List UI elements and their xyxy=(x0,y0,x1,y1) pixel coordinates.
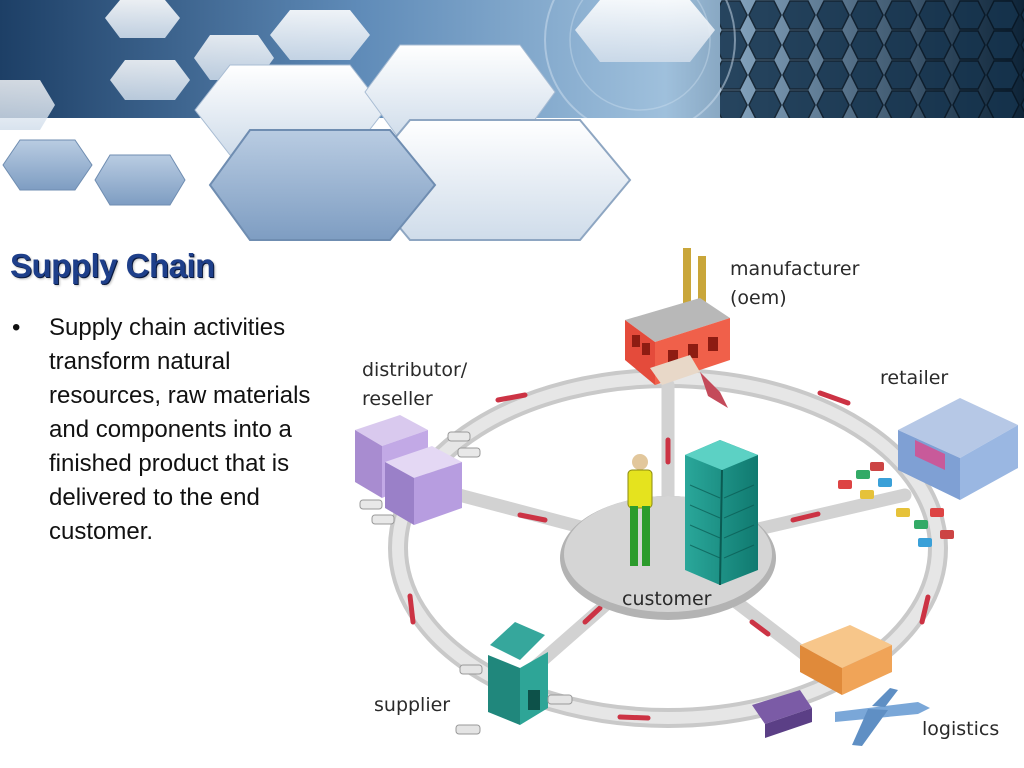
factory-icon xyxy=(625,248,730,408)
label-manufacturer-oem: (oem) xyxy=(730,287,787,309)
hexagon-banner xyxy=(0,0,1024,245)
customer-person-icon xyxy=(627,454,653,566)
label-manufacturer: manufacturer xyxy=(730,258,860,280)
supply-chain-diagram: manufacturer (oem) distributor/ reseller… xyxy=(355,248,1018,746)
retail-store-icon xyxy=(838,398,1018,547)
bullet-item: • Supply chain activities transform natu… xyxy=(12,311,317,549)
slide-title: Supply Chain xyxy=(10,247,215,284)
label-reseller: reseller xyxy=(362,388,433,410)
supplier-building-icon xyxy=(455,622,573,735)
label-retailer: retailer xyxy=(880,367,948,389)
label-distributor: distributor/ xyxy=(362,359,468,381)
bullet-marker: • xyxy=(12,314,21,341)
road-markers xyxy=(407,390,931,721)
airplane-icon xyxy=(835,688,930,746)
label-logistics: logistics xyxy=(922,718,999,740)
label-customer: customer xyxy=(622,588,712,610)
logistics-depot-icon xyxy=(752,625,892,738)
bullet-list: • Supply chain activities transform natu… xyxy=(12,311,317,549)
label-supplier: supplier xyxy=(374,694,450,716)
bullet-text: Supply chain activities transform natura… xyxy=(49,314,311,545)
distributor-warehouse-icon xyxy=(355,415,481,525)
office-tower-icon xyxy=(685,440,758,586)
